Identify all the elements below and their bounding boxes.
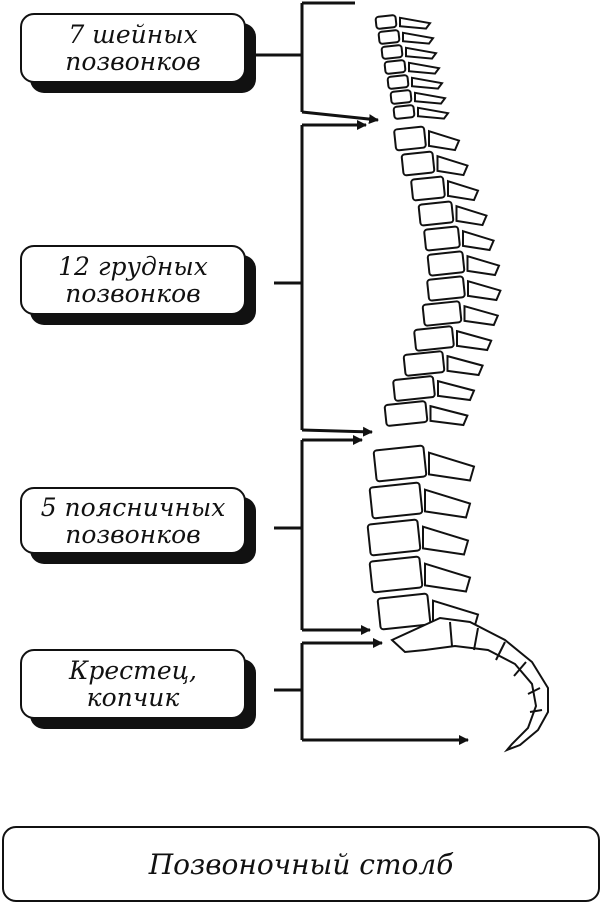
thoracic-bracket: [274, 120, 373, 437]
spinous-process: [447, 179, 480, 202]
vertebral-body: [410, 175, 446, 202]
vertebral-body: [417, 200, 455, 227]
vertebral-body: [423, 225, 461, 252]
vertebral-body: [366, 518, 422, 557]
sacrum-label-box: Крестец, копчик: [20, 649, 246, 719]
vertebral-body: [426, 275, 466, 302]
spinous-process: [414, 91, 447, 105]
cervical-bracket: [244, 1, 379, 125]
sacral-segment-line: [513, 661, 527, 677]
sacrum-bracket: [274, 638, 469, 745]
spinous-process: [399, 16, 432, 30]
caption: Позвоночный столб: [148, 847, 454, 881]
spinous-process: [437, 379, 476, 402]
spinous-process: [405, 46, 438, 60]
vertebral-body: [386, 74, 410, 90]
lumbar-label: 5 поясничных позвонков: [40, 492, 226, 549]
vertebral-body: [393, 125, 427, 152]
spinous-process: [402, 31, 435, 45]
vertebral-body: [421, 300, 463, 327]
vertebral-body: [376, 592, 432, 631]
lumbar-bracket: [274, 435, 371, 635]
vertebral-body: [368, 555, 424, 594]
spinous-process: [462, 229, 495, 252]
spinous-process: [455, 204, 488, 227]
spinous-process: [424, 562, 472, 593]
spinous-process: [429, 404, 469, 427]
spinous-process: [408, 61, 441, 75]
cervical-label: 7 шейных позвонков: [65, 20, 201, 76]
vertebral-body: [402, 350, 446, 377]
vertebral-body: [372, 444, 428, 483]
spinous-process: [417, 106, 450, 120]
vertebral-body: [380, 44, 404, 60]
vertebral-body: [383, 59, 407, 75]
thoracic-label-box: 12 грудных позвонков: [20, 245, 246, 315]
caption-box: Позвоночный столб: [2, 826, 600, 902]
spinous-process: [456, 329, 493, 352]
spinous-process: [411, 76, 444, 90]
spinous-process: [428, 451, 476, 482]
vertebral-body: [400, 150, 436, 177]
spinous-process: [436, 154, 469, 177]
sacrum-label: Крестец, копчик: [68, 656, 198, 712]
sacrum-coccyx: [390, 616, 549, 753]
sacral-segment-line: [527, 687, 541, 695]
vertebral-body: [413, 325, 455, 352]
lumbar-label-box: 5 поясничных позвонков: [20, 487, 246, 554]
cervical-label-box: 7 шейных позвонков: [20, 13, 246, 83]
spinous-process: [446, 354, 484, 377]
vertebral-body: [383, 400, 429, 427]
vertebral-body: [426, 250, 466, 277]
sacral-segment-line: [495, 641, 506, 661]
spine-illustration: [366, 14, 549, 753]
spinous-process: [466, 254, 501, 277]
vertebral-body: [392, 104, 416, 120]
spinous-process: [467, 279, 502, 302]
vertebral-body: [374, 14, 398, 30]
spinous-process: [463, 304, 500, 327]
spinous-process: [424, 488, 472, 519]
sacral-segment-line: [449, 621, 453, 647]
spinous-process: [428, 129, 461, 152]
vertebral-body: [377, 29, 401, 45]
vertebral-body: [368, 481, 424, 520]
vertebral-body: [389, 89, 413, 105]
vertebral-body: [392, 375, 436, 402]
spinous-process: [422, 525, 470, 556]
sacral-segment-line: [529, 709, 543, 713]
thoracic-label: 12 грудных позвонков: [58, 252, 208, 308]
sacral-segment-line: [473, 627, 479, 651]
